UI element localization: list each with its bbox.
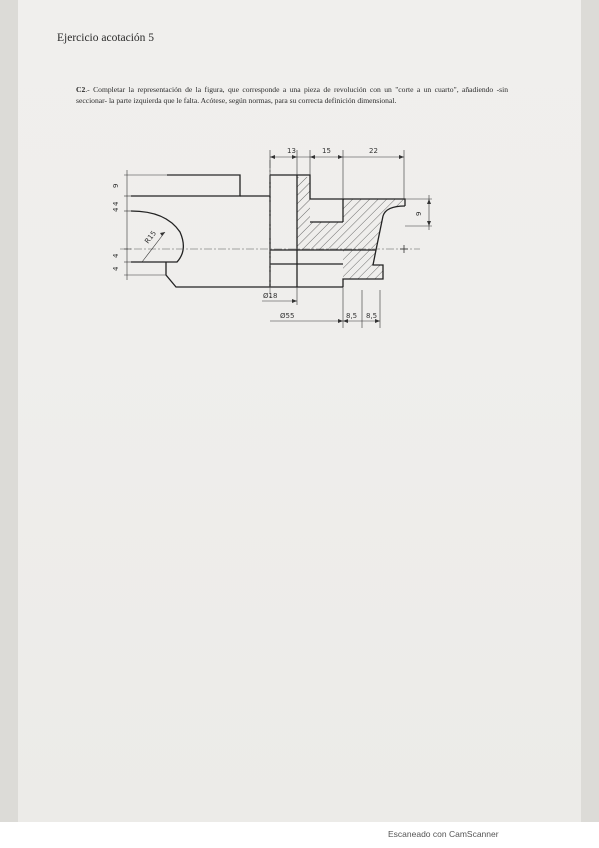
dim-4-b: 4 [112, 207, 120, 212]
reference-cross [400, 245, 408, 253]
exercise-label: C2 [76, 85, 86, 94]
dim-diameter-55: Ø55 [280, 312, 294, 320]
dim-13: 13 [287, 147, 296, 155]
dimension-arrows [160, 155, 431, 323]
hatched-section [297, 177, 405, 279]
dim-radius-15: R15 [143, 229, 158, 245]
scanner-footer-bar [0, 822, 599, 848]
exercise-statement: C2.- Completar la representación de la f… [76, 84, 508, 106]
page-title: Ejercicio acotación 5 [57, 32, 155, 44]
scanner-watermark: Escaneado con CamScanner [388, 829, 499, 839]
dimension-lines [124, 150, 432, 328]
scan-edge-left [0, 0, 18, 848]
dim-9-left: 9 [112, 184, 120, 188]
center-lines [120, 160, 420, 300]
dim-4-d: 4 [112, 266, 120, 271]
dim-4-c: 4 [112, 253, 120, 258]
dim-8-5-b: 8,5 [366, 312, 377, 320]
paper-sheet [18, 0, 581, 822]
dim-15: 15 [322, 147, 331, 155]
dim-4-a: 4 [112, 201, 120, 206]
dim-diameter-18: Ø18 [263, 292, 277, 300]
dim-9-right: 9 [415, 212, 423, 216]
dim-8-5-a: 8,5 [346, 312, 357, 320]
dim-22: 22 [369, 147, 378, 155]
scan-edge-right [581, 0, 599, 848]
exercise-text: .- Completar la representación de la fig… [76, 85, 508, 105]
